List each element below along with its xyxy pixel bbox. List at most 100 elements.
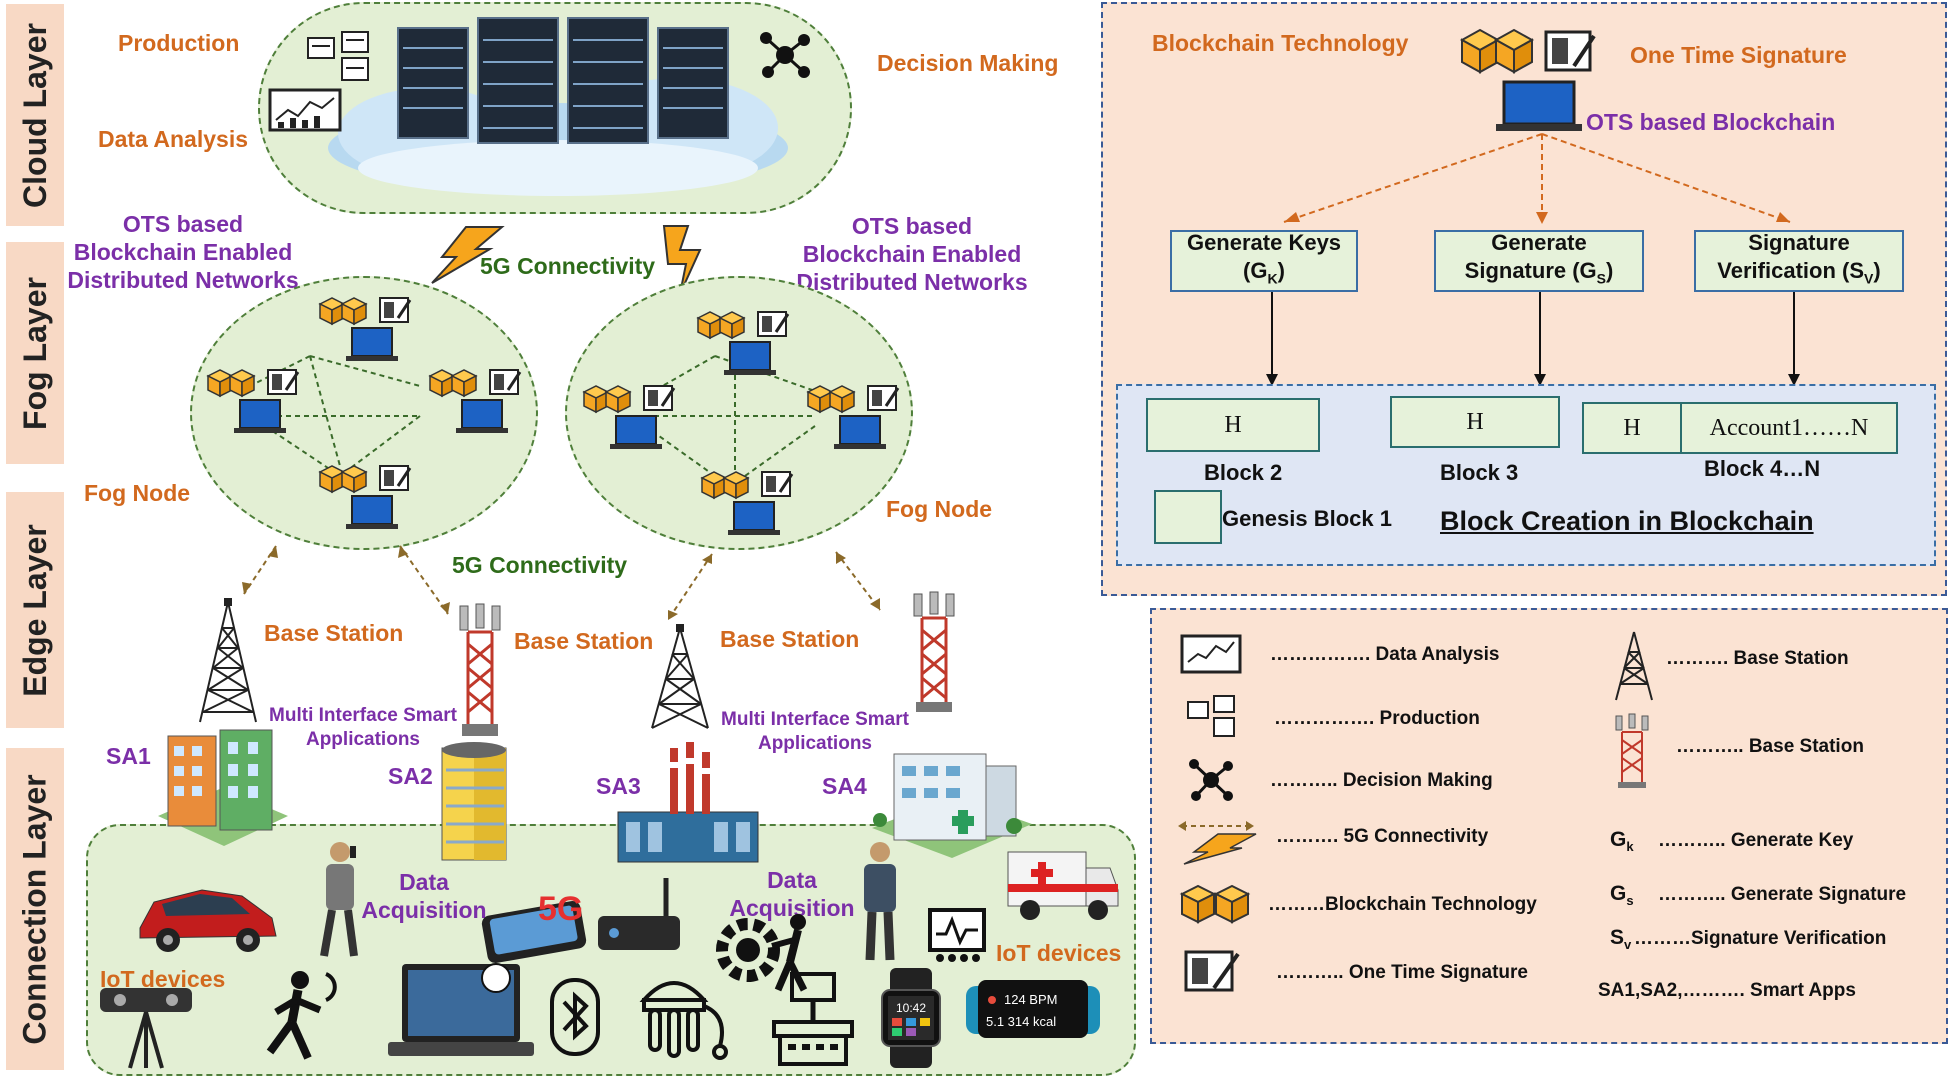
- multi-left-line-1: Multi Interface Smart: [269, 705, 457, 726]
- legend-production-text: ……………. Production: [1274, 708, 1480, 729]
- cell-tower-icon: [459, 603, 501, 736]
- data-acquisition-left: Data Acquisition: [354, 868, 494, 924]
- generate-signature-line-2: Signature (GS): [1464, 258, 1614, 287]
- smartwatch-icon: 10:42: [881, 968, 941, 1068]
- ots-networks-right: OTS based Blockchain Enabled Distributed…: [782, 212, 1042, 296]
- phone-5g-text: 5G: [538, 890, 583, 928]
- legend-data-analysis-icon: [1180, 634, 1242, 674]
- legend-base-station-2-text: ……….. Base Station: [1676, 736, 1864, 757]
- factory-icon: [617, 742, 759, 863]
- data-acq-left-1: Data: [399, 869, 449, 895]
- multi-left-line-2: Applications: [305, 729, 420, 750]
- layer-tab-cloud: Cloud Layer: [6, 4, 64, 226]
- hospital-building-icon: [872, 753, 1032, 858]
- block-4-box: H Account1……N: [1582, 402, 1898, 454]
- multi-interface-left: Multi Interface Smart Applications: [258, 704, 468, 752]
- ots-left-line-2: Blockchain Enabled: [73, 239, 293, 265]
- base-station-label-3: Base Station: [720, 626, 860, 652]
- sa4-label: SA4: [822, 773, 867, 799]
- monitor-device-icon: [928, 908, 986, 962]
- watch-time-text: 10:42: [896, 1001, 926, 1015]
- data-analysis-icon: [268, 88, 342, 132]
- legend-base-station-tower-icon: [1615, 631, 1653, 701]
- block-4-hash-cell: H: [1584, 404, 1682, 452]
- legend-gk-text: ……….. Generate Key: [1658, 830, 1854, 851]
- legend-5g-connectivity-text: ………. 5G Connectivity: [1276, 826, 1489, 847]
- block-2-hash-text: H: [1224, 411, 1242, 438]
- production-icon: [307, 31, 369, 81]
- legend-ots-icon: [1184, 950, 1240, 992]
- businessman-icon: [864, 842, 896, 961]
- sa2-label: SA2: [388, 763, 433, 789]
- ambulance-icon: [1007, 851, 1119, 920]
- decision-making-icon: [760, 32, 810, 78]
- ots-title: One Time Signature: [1630, 42, 1847, 68]
- genesis-block-box: [1154, 490, 1222, 544]
- lightning-icon-right: [662, 225, 702, 295]
- data-acq-right-2: Acquisition: [729, 895, 855, 921]
- gear-worker-icon: [716, 914, 808, 992]
- watch-bpm-text: 124 BPM: [1004, 992, 1057, 1007]
- decision-making-label: Decision Making: [877, 50, 1059, 76]
- car-icon: [139, 889, 277, 952]
- iot-gateway-icon: [598, 878, 680, 950]
- legend-gs-row: Gs: [1610, 882, 1634, 909]
- signature-verification-line-1: Signature: [1748, 230, 1850, 256]
- signature-verification-box: Signature Verification (SV): [1694, 230, 1904, 292]
- legend-panel: [1150, 608, 1948, 1044]
- legend-production-icon: [1187, 695, 1235, 737]
- person-phone-icon: [320, 842, 358, 957]
- generate-keys-box: Generate Keys (GK): [1170, 230, 1358, 292]
- ots-right-line-1: OTS based: [851, 213, 973, 239]
- iot-devices-label-right: IoT devices: [996, 940, 1122, 966]
- ots-left-line-3: Distributed Networks: [67, 267, 299, 293]
- ots-networks-left: OTS based Blockchain Enabled Distributed…: [58, 210, 308, 294]
- base-station-tower-icon: [199, 598, 257, 723]
- fitness-band-icon: 124 BPM 5.1 314 kcal: [966, 980, 1100, 1038]
- ots-right-line-2: Blockchain Enabled: [802, 241, 1022, 267]
- multi-right-line-1: Multi Interface Smart: [721, 709, 909, 730]
- 3d-scanner-icon: [100, 988, 192, 1069]
- legend-sv-row: Sv: [1610, 926, 1632, 953]
- multi-interface-right: Multi Interface Smart Applications: [710, 708, 920, 756]
- layer-tab-fog: Fog Layer: [6, 242, 64, 464]
- apartment-building-icon: [158, 729, 288, 846]
- block-3-hash-box: H: [1390, 396, 1560, 448]
- generate-signature-box: Generate Signature (GS): [1434, 230, 1644, 292]
- block-3-label: Block 3: [1440, 460, 1519, 485]
- base-station-label-1: Base Station: [264, 620, 404, 646]
- cloud-servers-illustration: [328, 17, 788, 196]
- block-4-hash-text: H: [1623, 414, 1641, 441]
- bluetooth-icon: [550, 978, 600, 1056]
- legend-blockchain-icon: [1179, 884, 1251, 924]
- ots-blockchain-title: OTS based Blockchain: [1586, 109, 1836, 135]
- block-4-account-cell: Account1……N: [1682, 404, 1896, 452]
- generate-keys-line-1: Generate Keys: [1186, 230, 1342, 256]
- sa3-label: SA3: [596, 773, 641, 799]
- legend-gs-text: ……….. Generate Signature: [1658, 884, 1907, 905]
- laptop-football-icon: [388, 963, 534, 1056]
- iot-devices-label-left: IoT devices: [100, 966, 226, 992]
- layer-tab-connection: Connection Layer: [6, 748, 64, 1070]
- tower-building-icon: [441, 742, 507, 861]
- running-person-icon: [266, 971, 337, 1060]
- legend-smart-apps-text: SA1,SA2,………. Smart Apps: [1598, 980, 1856, 1001]
- data-analysis-label: Data Analysis: [98, 126, 248, 152]
- ots-blockchain-node-icon: [1459, 28, 1596, 131]
- data-acq-right-1: Data: [767, 867, 817, 893]
- cell-tower-icon: [913, 591, 955, 712]
- base-station-label-2: Base Station: [514, 628, 654, 654]
- legend-blockchain-text: ………Blockchain Technology: [1268, 894, 1537, 915]
- legend-base-station-1-text: ………. Base Station: [1666, 648, 1849, 669]
- data-acquisition-right: Data Acquisition: [722, 866, 862, 922]
- fog-node-label-left: Fog Node: [84, 480, 191, 506]
- block-2-label: Block 2: [1204, 460, 1283, 485]
- generate-keys-line-2: (GK): [1243, 258, 1285, 287]
- production-label: Production: [118, 30, 240, 56]
- multi-right-line-2: Applications: [757, 733, 872, 754]
- block-4-account-text: Account1……N: [1709, 414, 1869, 441]
- block-creation-title: Block Creation in Blockchain: [1440, 506, 1814, 536]
- legend-decision-making-icon: [1189, 759, 1233, 801]
- scale-icon: [772, 972, 854, 1066]
- fog-node-label-right: Fog Node: [886, 496, 993, 522]
